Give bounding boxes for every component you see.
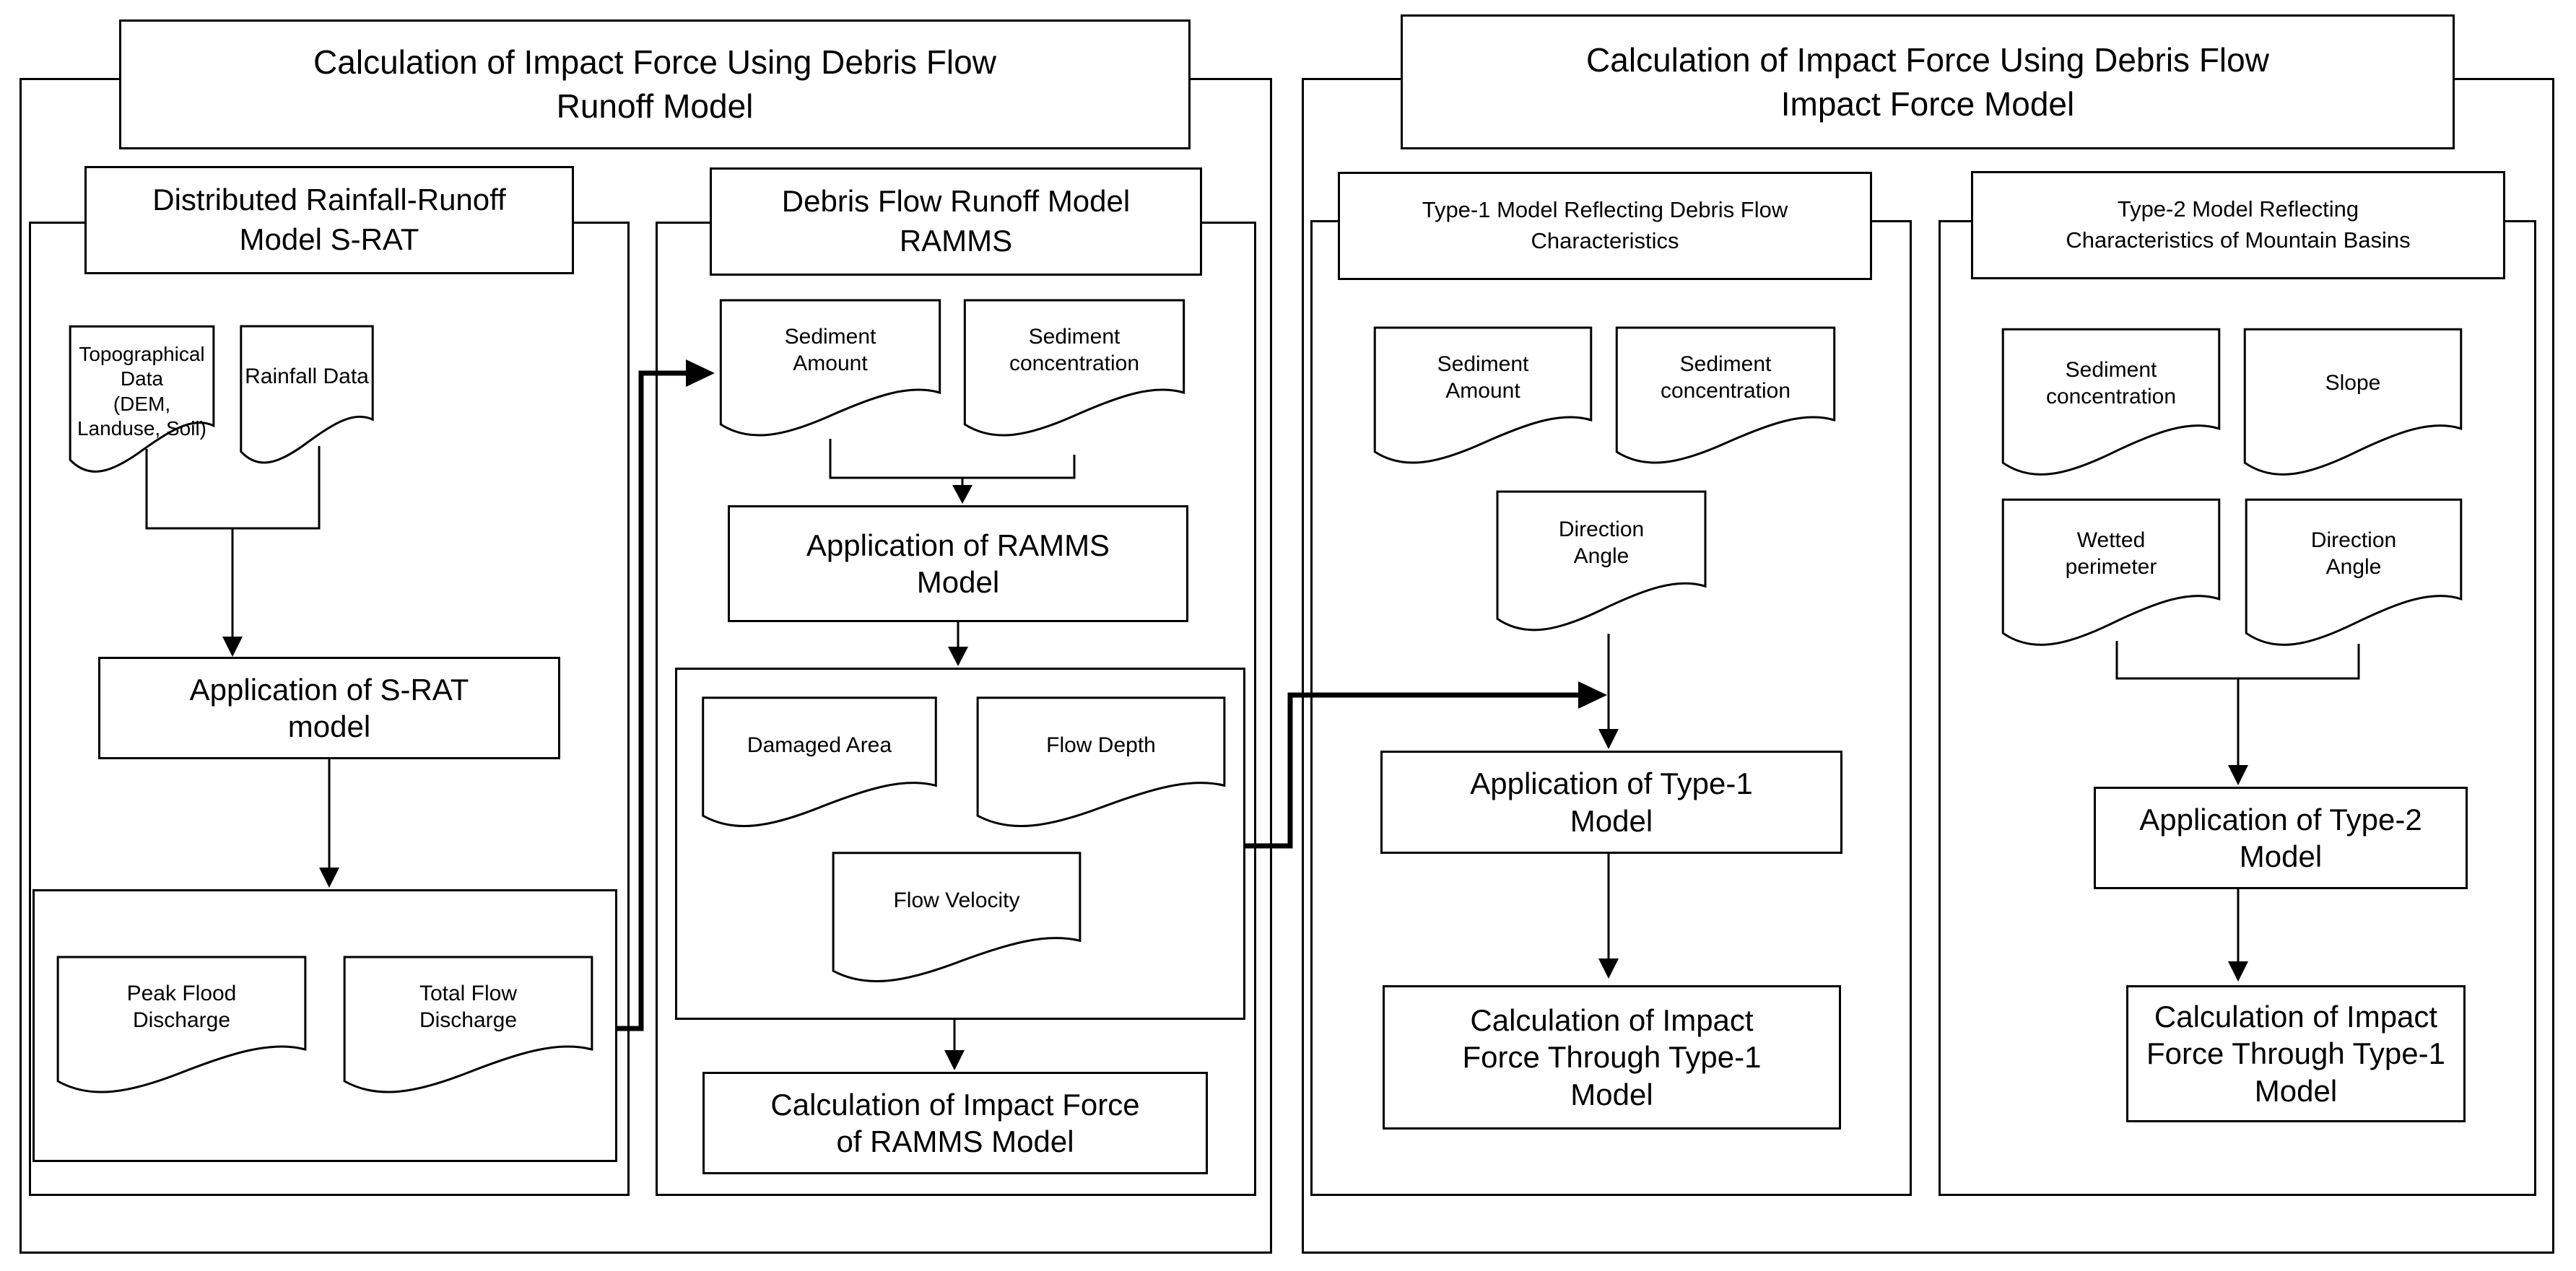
box-type1-direction-angle: Direction Angle (1493, 489, 1710, 637)
box-type2-wetted-perimeter-label: Wetted perimeter (2065, 528, 2157, 579)
box-topographical-data-label: Topographical Data (DEM, Landuse, Soil) (77, 343, 206, 440)
box-calc-ramms: Calculation of Impact Force of RAMMS Mod… (702, 1072, 1208, 1174)
left-panel-title-box: Calculation of Impact Force Using Debris… (119, 19, 1191, 149)
box-ramms-sediment-amount: Sediment Amount (716, 297, 944, 442)
type2-section-header-label: Type-2 Model Reflecting Characteristics … (2066, 196, 2411, 253)
box-flow-depth: Flow Depth (972, 695, 1230, 832)
box-calc-type1: Calculation of Impact Force Through Type… (1383, 985, 1841, 1130)
box-calc-type2-label: Calculation of Impact Force Through Type… (2146, 1000, 2445, 1108)
box-type2-direction-angle-label: Direction Angle (2310, 528, 2397, 579)
box-total-flow-discharge: Total Flow Discharge (339, 954, 597, 1099)
box-type2-direction-angle: Direction Angle (2242, 497, 2466, 652)
srat-section-header-label: Distributed Rainfall-Runoff Model S-RAT (152, 183, 506, 256)
box-calc-type1-label: Calculation of Impact Force Through Type… (1462, 1003, 1762, 1111)
box-rainfall-data-label: Rainfall Data (245, 364, 369, 389)
box-type1-sediment-concentration: Sediment concentration (1612, 325, 1839, 469)
box-type1-sediment-amount: Sediment Amount (1370, 325, 1596, 469)
type2-section-header: Type-2 Model Reflecting Characteristics … (1971, 171, 2505, 279)
box-type1-direction-angle-label: Direction Angle (1558, 517, 1645, 568)
box-type2-sediment-concentration: Sediment concentration (1998, 326, 2224, 481)
box-apply-type2: Application of Type-2 Model (2094, 787, 2468, 889)
right-panel-title: Calculation of Impact Force Using Debris… (1586, 40, 2269, 123)
box-damaged-area: Damaged Area (698, 695, 941, 832)
box-ramms-sediment-concentration: Sediment concentration (960, 297, 1188, 442)
box-total-flow-discharge-label: Total Flow Discharge (419, 982, 518, 1032)
box-type1-sediment-concentration-label: Sediment concentration (1660, 352, 1791, 403)
type1-section-header: Type-1 Model Reflecting Debris Flow Char… (1338, 172, 1872, 280)
ramms-section-header: Debris Flow Runoff Model RAMMS (710, 167, 1202, 276)
box-type2-slope-label: Slope (2325, 371, 2381, 396)
box-flow-depth-label: Flow Depth (1046, 733, 1156, 757)
right-panel-title-box: Calculation of Impact Force Using Debris… (1401, 14, 2455, 149)
box-apply-type1: Application of Type-1 Model (1380, 751, 1842, 854)
box-flow-velocity-label: Flow Velocity (893, 888, 1020, 912)
box-damaged-area-label: Damaged Area (747, 733, 892, 757)
box-type2-wetted-perimeter: Wetted perimeter (1998, 497, 2224, 652)
box-peak-flood-discharge: Peak Flood Discharge (53, 954, 310, 1099)
box-peak-flood-discharge-label: Peak Flood Discharge (126, 982, 237, 1032)
box-type2-sediment-concentration-label: Sediment concentration (2045, 357, 2177, 409)
left-panel-title: Calculation of Impact Force Using Debris… (313, 43, 996, 125)
box-rainfall-data: Rainfall Data (238, 323, 375, 469)
box-calc-ramms-label: Calculation of Impact Force of RAMMS Mod… (770, 1087, 1140, 1158)
box-ramms-sediment-amount-label: Sediment Amount (784, 325, 876, 375)
box-ramms-sediment-concentration-label: Sediment concentration (1009, 325, 1140, 375)
srat-section-header: Distributed Rainfall-Runoff Model S-RAT (84, 166, 574, 274)
box-apply-ramms: Application of RAMMS Model (728, 505, 1188, 622)
type1-section-header-label: Type-1 Model Reflecting Debris Flow Char… (1422, 197, 1788, 253)
box-topographical-data: Topographical Data (DEM, Landuse, Soil) (67, 323, 217, 479)
box-calc-type2: Calculation of Impact Force Through Type… (2126, 985, 2466, 1122)
box-flow-velocity: Flow Velocity (828, 850, 1085, 987)
box-apply-type2-label: Application of Type-2 Model (2139, 802, 2422, 873)
box-apply-srat-label: Application of S-RAT model (189, 672, 469, 743)
ramms-section-header-label: Debris Flow Runoff Model RAMMS (781, 184, 1131, 258)
box-apply-ramms-label: Application of RAMMS Model (806, 528, 1110, 599)
box-type1-sediment-amount-label: Sediment Amount (1437, 352, 1529, 403)
box-apply-srat: Application of S-RAT model (98, 657, 560, 759)
box-apply-type1-label: Application of Type-1 Model (1470, 766, 1753, 838)
box-type2-slope: Slope (2240, 326, 2466, 481)
